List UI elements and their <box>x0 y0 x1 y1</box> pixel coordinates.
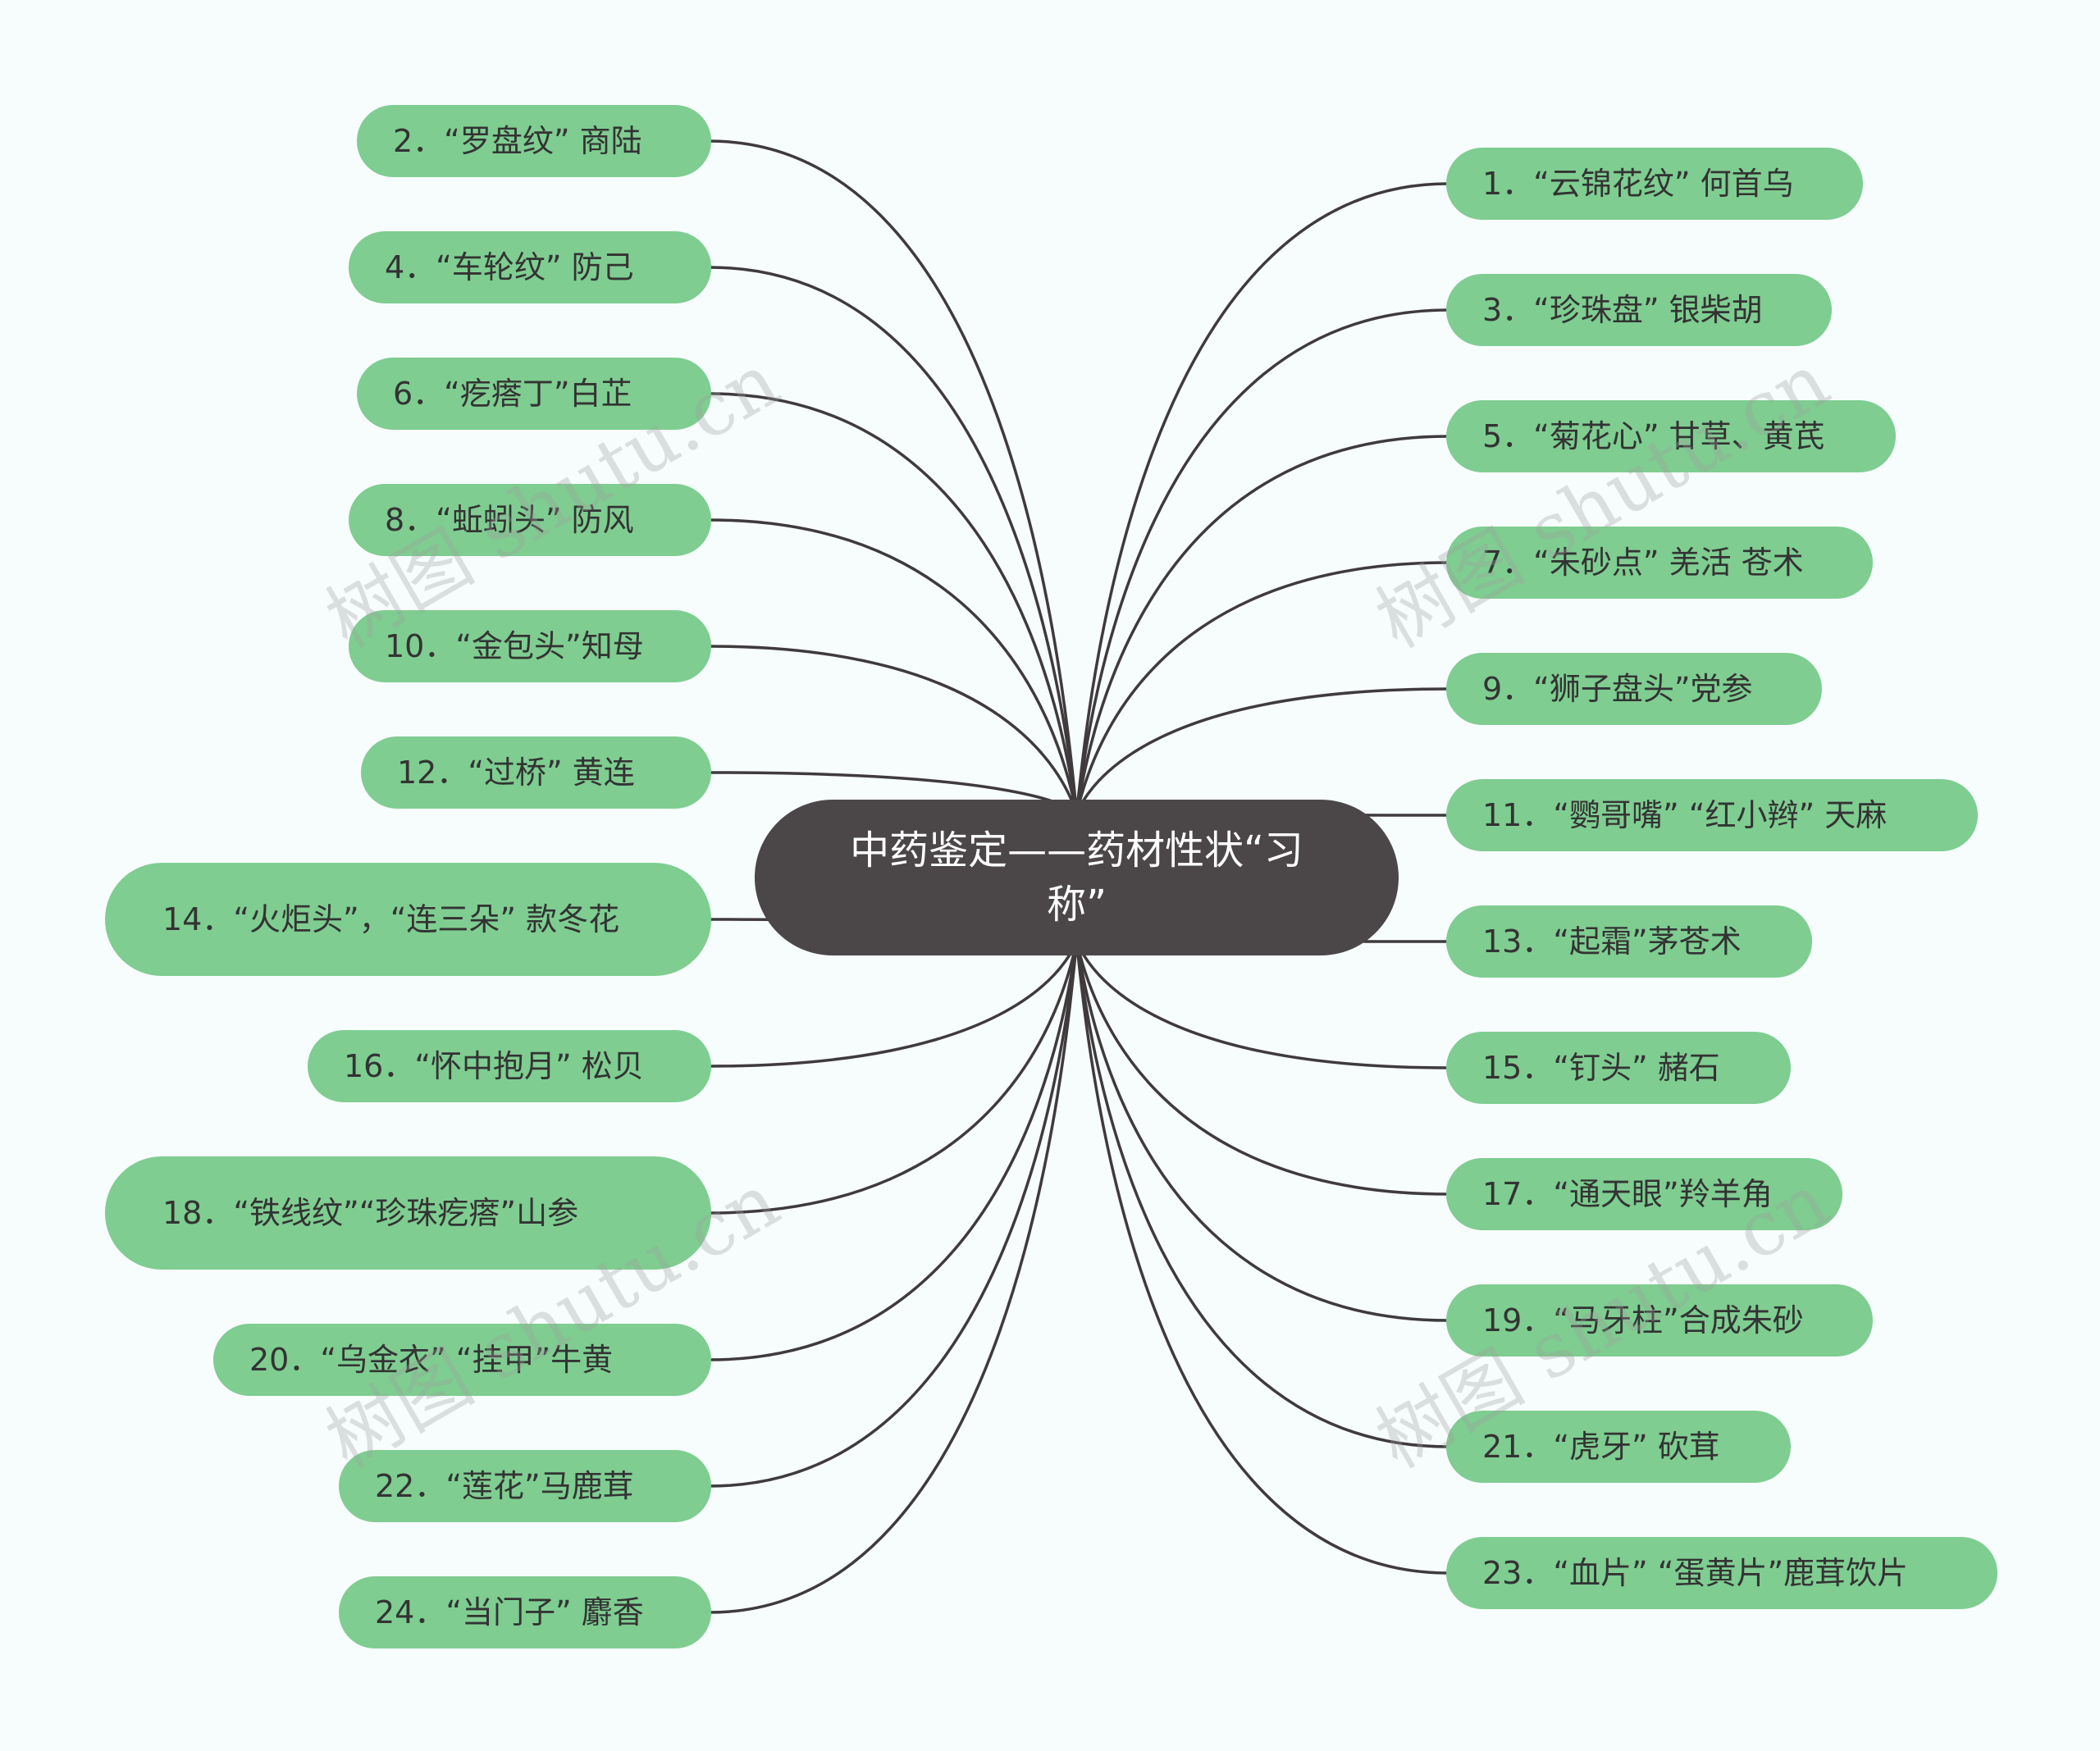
left-connector-line <box>709 942 1079 1488</box>
right-branch-9-label: 17．“通天眼”羚羊角 <box>1482 1176 1773 1212</box>
left-branch-1-label: 2．“罗盘纹” 商陆 <box>393 123 642 159</box>
left-branch-12[interactable]: 24．“当门子” 麝香 <box>339 1576 711 1648</box>
left-branch-11[interactable]: 22．“莲花”马鹿茸 <box>339 1450 711 1522</box>
left-branch-5-label: 10．“金包头”知母 <box>385 628 644 664</box>
right-connector-line <box>1075 942 1449 1196</box>
left-connector-line <box>709 942 1079 1215</box>
right-branch-2[interactable]: 3．“珍珠盘” 银柴胡 <box>1446 274 1832 346</box>
right-branch-1-label: 1．“云锦花纹” 何首乌 <box>1482 166 1794 202</box>
left-branch-1[interactable]: 2．“罗盘纹” 商陆 <box>357 105 711 177</box>
left-connector-line <box>709 645 1079 813</box>
left-branch-10[interactable]: 20．“乌金衣” “挂甲”牛黄 <box>213 1324 711 1396</box>
right-branch-2-label: 3．“珍珠盘” 银柴胡 <box>1482 292 1763 328</box>
left-branch-10-label: 20．“乌金衣” “挂甲”牛黄 <box>249 1342 614 1378</box>
left-branch-4-label: 8．“蚯蚓头” 防风 <box>385 502 634 538</box>
left-branch-7-label: 14．“火炬头”，“连三朵” 款冬花 <box>162 901 620 937</box>
right-connector-line <box>1075 687 1449 813</box>
right-branch-10-label: 19．“马牙柱”合成朱砂 <box>1482 1302 1804 1338</box>
right-branch-1[interactable]: 1．“云锦花纹” 何首乌 <box>1446 148 1863 220</box>
left-branch-9-label: 18．“铁线纹”“珍珠疙瘩”山参 <box>162 1195 579 1231</box>
right-branch-12-label: 23．“血片” “蛋黄片”鹿茸饮片 <box>1482 1555 1909 1591</box>
left-branch-7[interactable]: 14．“火炬头”，“连三朵” 款冬花 <box>105 863 711 976</box>
right-branch-6-label: 11．“鹦哥嘴” “红小辫” 天麻 <box>1482 797 1888 833</box>
left-branch-4[interactable]: 8．“蚯蚓头” 防风 <box>349 484 711 556</box>
right-branch-3-label: 5．“菊花心” 甘草、黄芪 <box>1482 418 1825 454</box>
left-branch-8[interactable]: 16．“怀中抱月” 松贝 <box>308 1030 711 1102</box>
left-branch-3-label: 6．“疙瘩丁”白芷 <box>393 376 632 412</box>
left-branch-9[interactable]: 18．“铁线纹”“珍珠疙瘩”山参 <box>105 1156 711 1270</box>
left-branch-6-label: 12．“过桥” 黄连 <box>397 755 635 791</box>
left-connector-line <box>709 139 1079 813</box>
right-connector-line <box>1075 942 1449 1575</box>
right-branch-8[interactable]: 15．“钉头” 赭石 <box>1446 1032 1791 1104</box>
central-topic[interactable]: 中药鉴定——药材性状“习称” <box>755 800 1399 955</box>
right-connector-line <box>1075 308 1449 813</box>
left-branch-11-label: 22．“莲花”马鹿茸 <box>375 1468 634 1504</box>
right-connector-line <box>1075 561 1449 813</box>
left-branch-2-label: 4．“车轮纹” 防己 <box>385 249 634 285</box>
right-branch-12[interactable]: 23．“血片” “蛋黄片”鹿茸饮片 <box>1446 1537 1997 1609</box>
right-branch-8-label: 15．“钉头” 赭石 <box>1482 1050 1720 1086</box>
right-branch-5[interactable]: 9．“狮子盘头”党参 <box>1446 653 1822 725</box>
left-branch-12-label: 24．“当门子” 麝香 <box>375 1594 644 1630</box>
right-branch-7[interactable]: 13．“起霜”茅苍术 <box>1446 905 1812 978</box>
right-branch-10[interactable]: 19．“马牙柱”合成朱砂 <box>1446 1284 1873 1357</box>
right-branch-7-label: 13．“起霜”茅苍术 <box>1482 923 1742 960</box>
right-branch-3[interactable]: 5．“菊花心” 甘草、黄芪 <box>1446 400 1896 472</box>
left-branch-2[interactable]: 4．“车轮纹” 防己 <box>349 231 711 303</box>
right-branch-4-label: 7．“朱砂点” 羌活 苍术 <box>1482 545 1804 581</box>
left-branch-5[interactable]: 10．“金包头”知母 <box>349 610 711 682</box>
right-branch-5-label: 9．“狮子盘头”党参 <box>1482 671 1753 707</box>
right-connector-line <box>1075 942 1449 1448</box>
left-branch-8-label: 16．“怀中抱月” 松贝 <box>344 1048 644 1084</box>
right-connector-line <box>1075 182 1449 813</box>
right-branch-6[interactable]: 11．“鹦哥嘴” “红小辫” 天麻 <box>1446 779 1978 851</box>
central-topic-label: 中药鉴定——药材性状“习称” <box>850 828 1303 928</box>
right-branch-11-label: 21．“虎牙” 砍茸 <box>1482 1429 1720 1465</box>
left-connector-line <box>709 266 1079 813</box>
left-branch-3[interactable]: 6．“疙瘩丁”白芷 <box>357 358 711 430</box>
right-connector-line <box>1075 942 1449 1322</box>
left-branch-6[interactable]: 12．“过桥” 黄连 <box>361 736 711 809</box>
left-connector-line <box>709 942 1078 1068</box>
right-connector-line <box>1075 435 1449 813</box>
left-connector-line <box>709 942 1079 1614</box>
left-connector-line <box>709 392 1079 813</box>
left-connector-line <box>709 518 1079 813</box>
left-connector-line <box>709 942 1079 1361</box>
right-connector-line <box>1075 942 1449 1069</box>
right-branch-4[interactable]: 7．“朱砂点” 羌活 苍术 <box>1446 527 1873 599</box>
right-branch-11[interactable]: 21．“虎牙” 砍茸 <box>1446 1411 1791 1483</box>
right-branch-9[interactable]: 17．“通天眼”羚羊角 <box>1446 1158 1842 1230</box>
